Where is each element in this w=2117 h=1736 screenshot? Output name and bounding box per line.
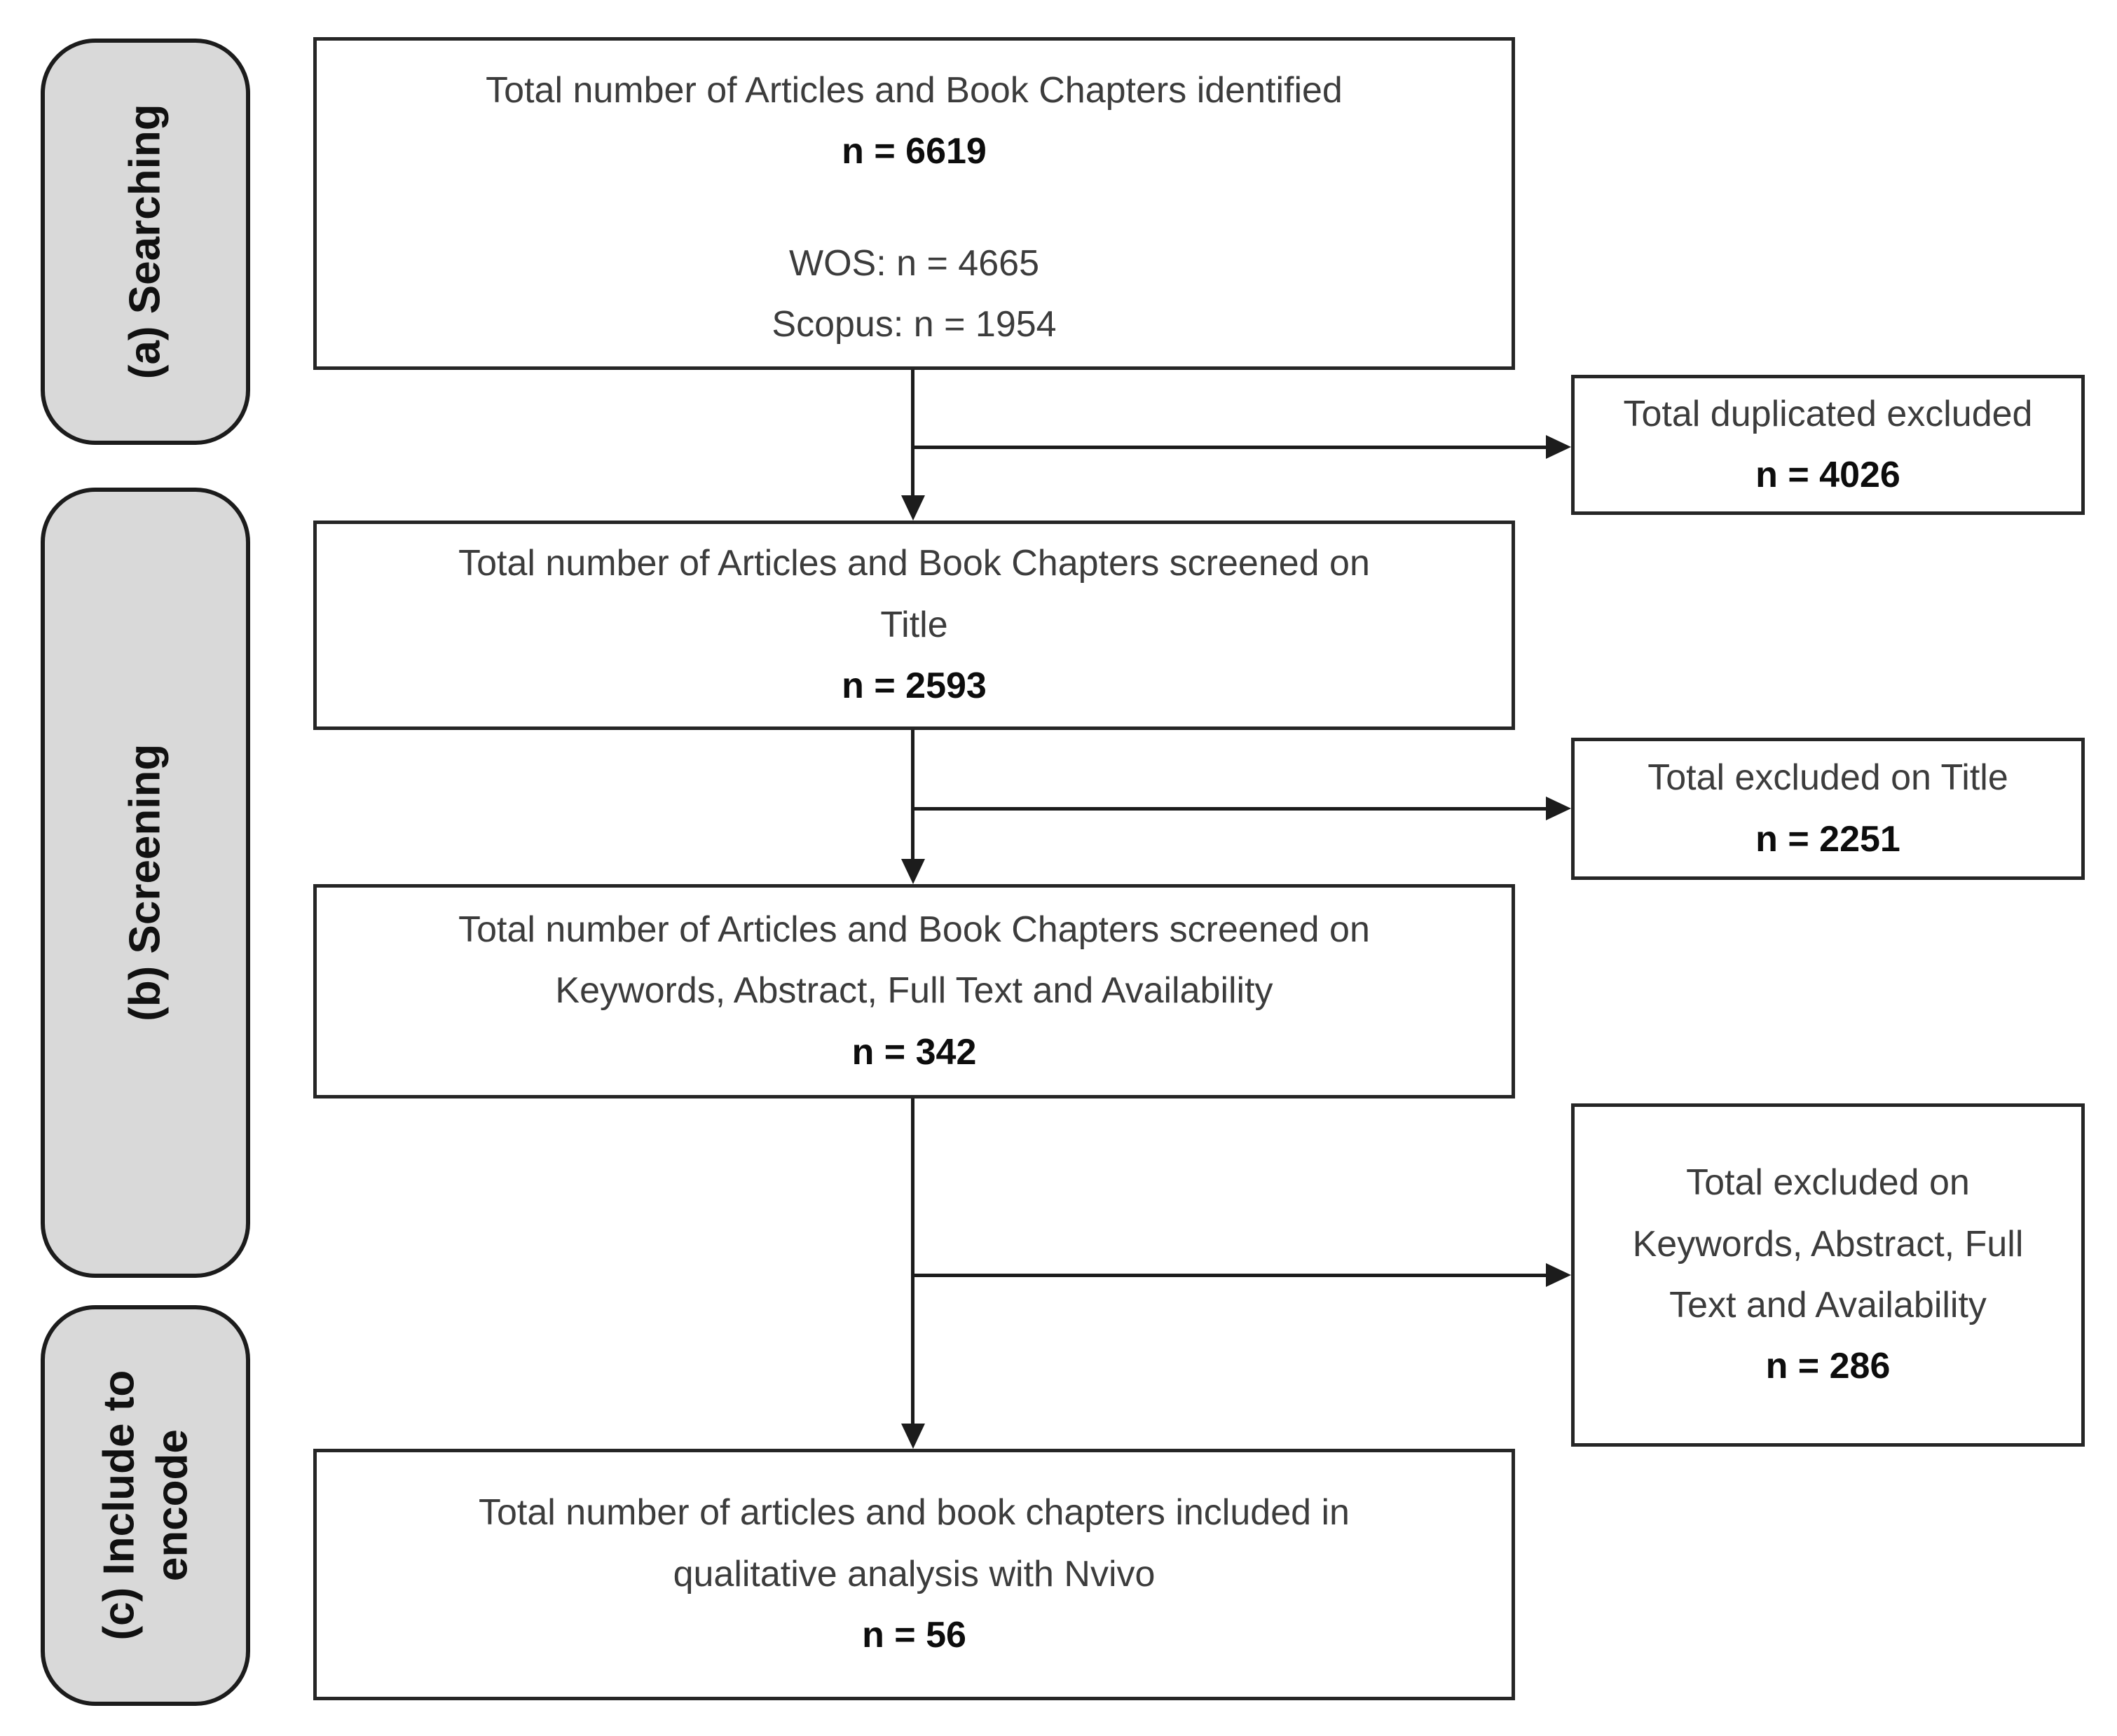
box-screened-keywords-line-2: Keywords, Abstract, Full Text and Availa… xyxy=(555,970,1273,1012)
box-excluded-duplicates: Total duplicated excluded n = 4026 xyxy=(1571,375,2085,515)
connector-line-1 xyxy=(911,370,914,497)
box-screened-title: Total number of Articles and Book Chapte… xyxy=(313,521,1515,730)
box-excluded-duplicates-line: Total duplicated excluded xyxy=(1623,393,2033,434)
stage-searching-line: (a) Searching xyxy=(121,104,170,380)
connector-line-3 xyxy=(911,1098,914,1425)
arrow-down-icon xyxy=(901,859,925,884)
arrow-right-icon xyxy=(1546,1263,1571,1287)
arrow-down-icon xyxy=(901,1424,925,1449)
box-excluded-keywords-line-3: Text and Availability xyxy=(1669,1285,1987,1325)
stage-screening-line: (b) Screening xyxy=(121,743,170,1022)
stage-screening: (b) Screening xyxy=(41,488,250,1278)
box-identified: Total number of Articles and Book Chapte… xyxy=(313,37,1515,370)
stage-screening-label: (b) Screening xyxy=(119,744,172,1021)
box-excluded-title-count: n = 2251 xyxy=(1755,818,1900,860)
box-screened-keywords-line-1: Total number of Articles and Book Chapte… xyxy=(458,909,1370,950)
stage-include: (c) Include to encode xyxy=(41,1305,250,1706)
box-excluded-title: Total excluded on Title n = 2251 xyxy=(1571,738,2085,880)
branch-line-3 xyxy=(911,1274,1547,1277)
arrow-down-icon xyxy=(901,495,925,521)
box-screened-title-line-1: Total number of Articles and Book Chapte… xyxy=(458,543,1370,584)
box-included-count: n = 56 xyxy=(862,1615,966,1656)
box-excluded-keywords-line-2: Keywords, Abstract, Full xyxy=(1632,1223,2024,1265)
box-excluded-keywords-count: n = 286 xyxy=(1765,1346,1891,1387)
stage-include-label: (c) Include to encode xyxy=(93,1370,198,1641)
box-screened-title-count: n = 2593 xyxy=(842,666,987,707)
box-identified-count: n = 6619 xyxy=(842,131,987,172)
stage-include-line-2: encode xyxy=(147,1429,196,1582)
box-screened-keywords-count: n = 342 xyxy=(851,1031,977,1073)
arrow-right-icon xyxy=(1546,435,1571,459)
stage-include-line-1: (c) Include to xyxy=(94,1370,143,1641)
box-included-line-2: qualitative analysis with Nvivo xyxy=(673,1553,1156,1594)
box-excluded-keywords-line-1: Total excluded on xyxy=(1686,1162,1970,1204)
box-identified-source-scopus: Scopus: n = 1954 xyxy=(772,304,1057,345)
arrow-right-icon xyxy=(1546,797,1571,820)
box-screened-title-line-2: Title xyxy=(880,604,948,645)
box-included-line-1: Total number of articles and book chapte… xyxy=(479,1492,1350,1534)
box-identified-title: Total number of Articles and Book Chapte… xyxy=(486,70,1343,111)
branch-line-2 xyxy=(911,807,1547,811)
branch-line-1 xyxy=(911,446,1547,449)
box-excluded-duplicates-count: n = 4026 xyxy=(1755,455,1900,495)
stage-searching: (a) Searching xyxy=(41,39,250,445)
box-excluded-title-line: Total excluded on Title xyxy=(1647,757,2008,799)
connector-line-2 xyxy=(911,730,914,860)
stage-searching-label: (a) Searching xyxy=(119,104,172,380)
box-included: Total number of articles and book chapte… xyxy=(313,1449,1515,1700)
box-screened-keywords: Total number of Articles and Book Chapte… xyxy=(313,884,1515,1098)
box-excluded-keywords: Total excluded on Keywords, Abstract, Fu… xyxy=(1571,1103,2085,1447)
box-identified-source-wos: WOS: n = 4665 xyxy=(789,242,1039,284)
